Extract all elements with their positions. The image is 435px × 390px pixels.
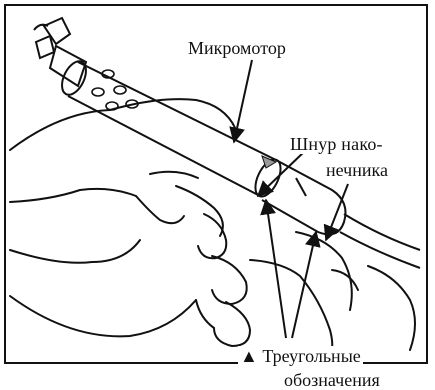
- micromotor-pointer: [234, 60, 252, 142]
- cord-label-line1: Шнур нако-: [288, 134, 385, 154]
- triangle-pointer-right: [292, 232, 316, 338]
- triangles-label-line2: обозначения: [284, 370, 380, 390]
- handpiece-head: [34, 18, 86, 86]
- triangle-pointer-left: [266, 200, 286, 338]
- micromotor-body: [57, 57, 286, 200]
- micromotor-label: Микромотор: [186, 38, 288, 58]
- handpiece-cord: [340, 214, 420, 268]
- triangles-label-line1: ▲ Треугольные: [238, 346, 363, 366]
- cord-label-line2: нечника: [324, 160, 390, 180]
